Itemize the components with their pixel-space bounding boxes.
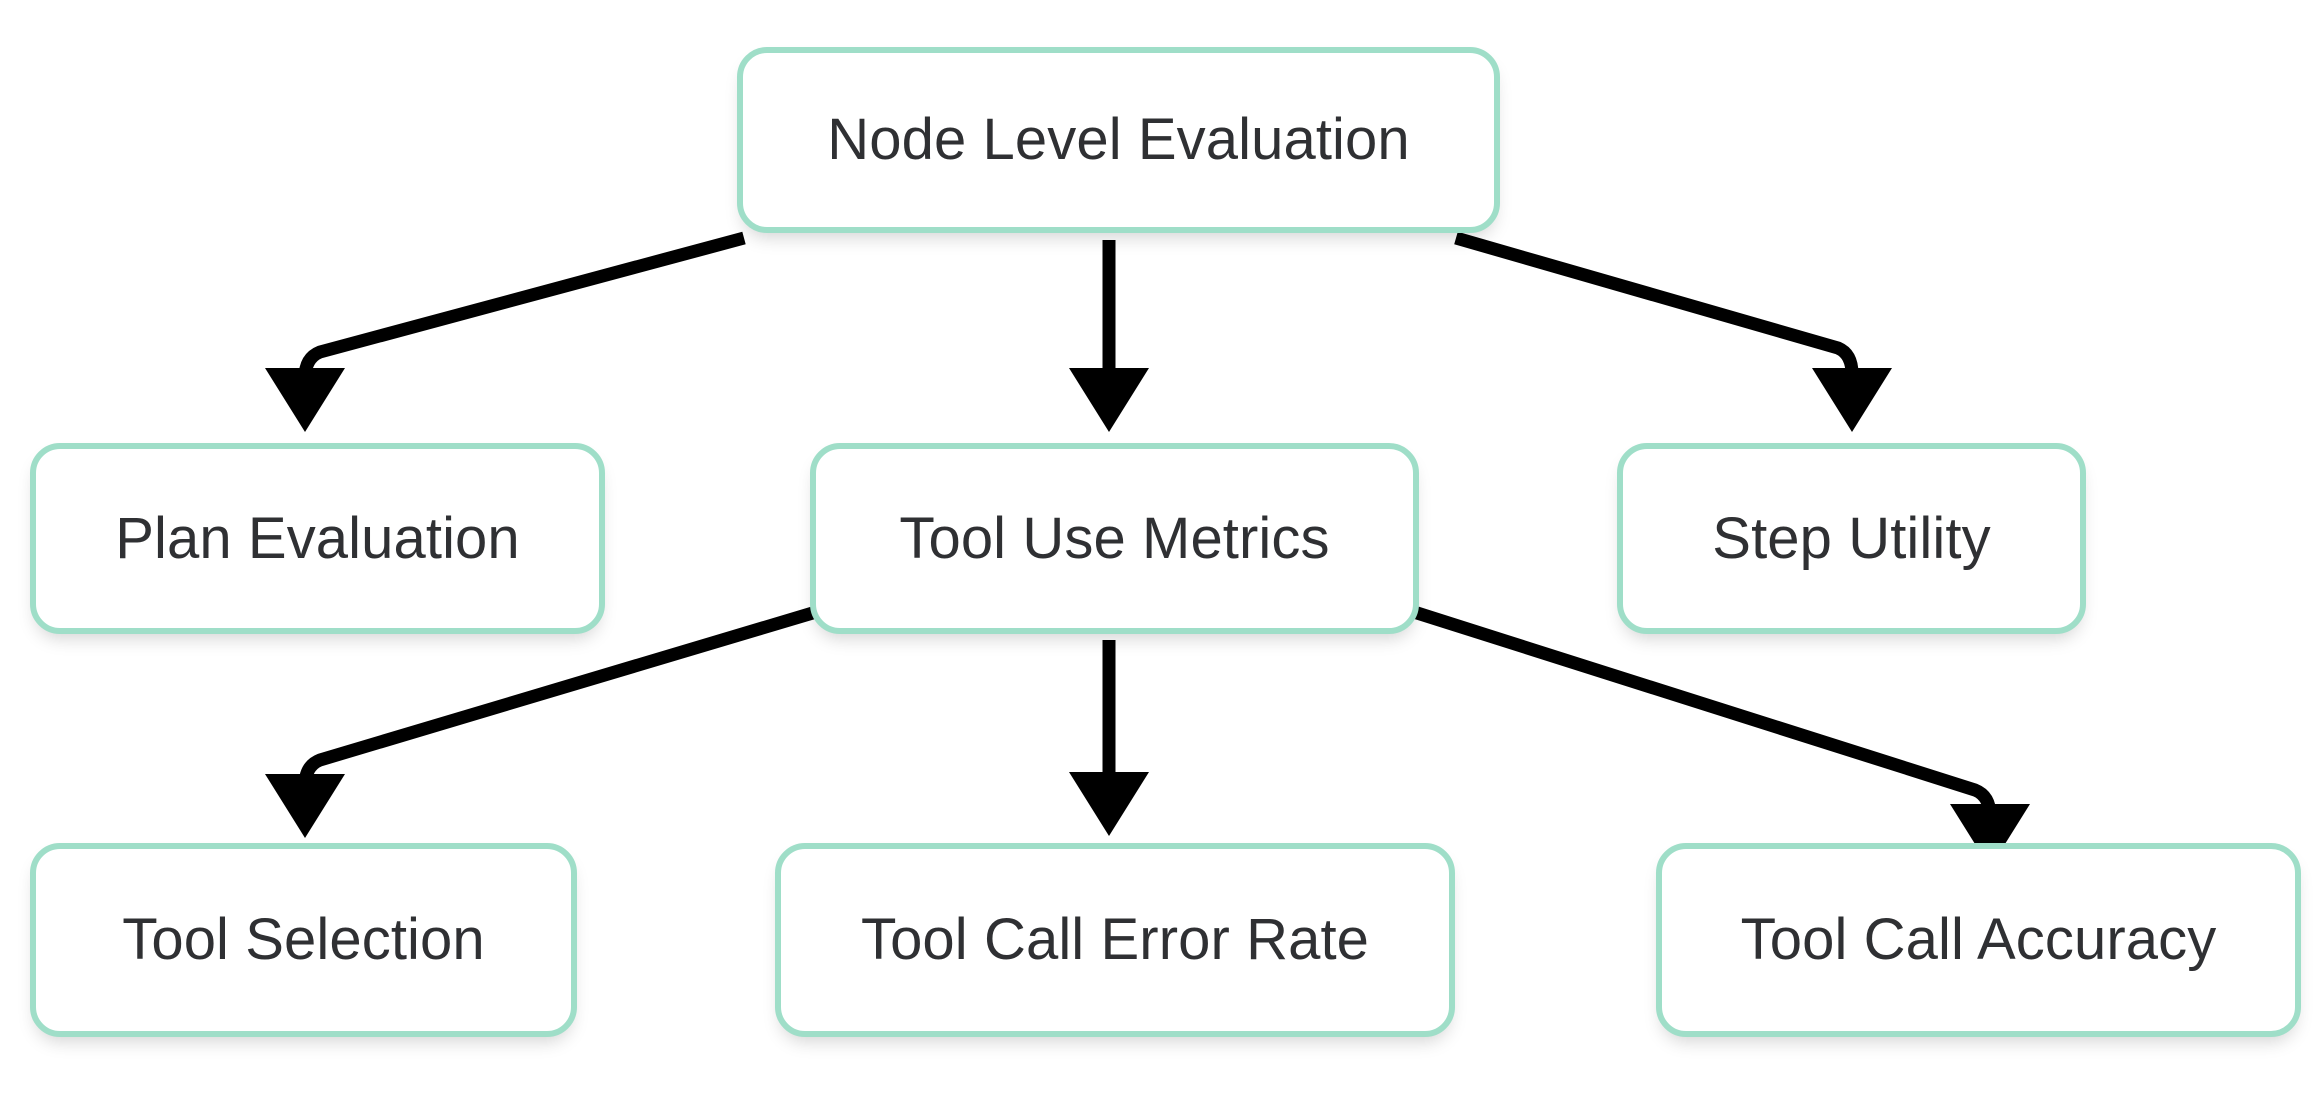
node-label-step-utility: Step Utility xyxy=(1712,505,1991,571)
edge-tum-to-tool-selection xyxy=(265,605,818,838)
edge-nle-to-tool-use-metrics xyxy=(1069,240,1149,432)
node-step-utility[interactable]: Step Utility xyxy=(1617,443,2086,634)
node-label-tool-call-error-rate: Tool Call Error Rate xyxy=(860,907,1370,972)
node-node-level-evaluation[interactable]: Node Level Evaluation xyxy=(737,47,1500,233)
edge-nle-to-plan-evaluation xyxy=(265,231,746,432)
node-label-node-level-evaluation: Node Level Evaluation xyxy=(827,107,1410,172)
node-label-plan-evaluation: Plan Evaluation xyxy=(115,505,520,571)
node-label-tool-selection: Tool Selection xyxy=(122,907,485,972)
node-tool-call-error-rate[interactable]: Tool Call Error Rate xyxy=(775,843,1455,1037)
edge-tum-to-tool-call-error-rate xyxy=(1069,640,1149,836)
node-tool-use-metrics[interactable]: Tool Use Metrics xyxy=(810,443,1419,634)
node-plan-evaluation[interactable]: Plan Evaluation xyxy=(30,443,605,634)
node-tool-call-accuracy[interactable]: Tool Call Accuracy xyxy=(1656,843,2301,1037)
edge-nle-to-step-utility xyxy=(1454,231,1892,432)
node-label-tool-use-metrics: Tool Use Metrics xyxy=(899,505,1330,571)
node-label-tool-call-accuracy: Tool Call Accuracy xyxy=(1740,907,2217,972)
node-tool-selection[interactable]: Tool Selection xyxy=(30,843,577,1037)
edge-tum-to-tool-call-accuracy xyxy=(1412,605,2030,868)
